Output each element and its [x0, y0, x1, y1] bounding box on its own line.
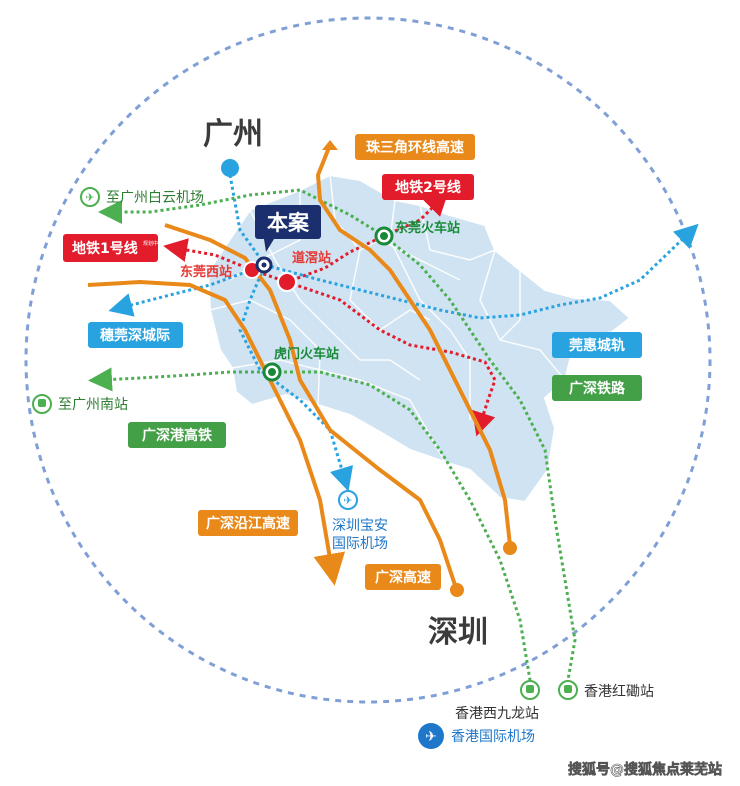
svg-text:珠三角环线高速: 珠三角环线高速: [366, 139, 464, 156]
range-ring: [24, 16, 712, 704]
project-label: 本案: [267, 211, 310, 235]
svg-text:香港西九龙站: 香港西九龙站: [455, 706, 539, 722]
svg-text:香港红磡站: 香港红磡站: [584, 684, 654, 700]
label-metro1: 地铁1号线 规划中: [63, 234, 158, 262]
svg-text:地铁2号线: 地铁2号线: [395, 179, 461, 196]
svg-text:广深高速: 广深高速: [375, 569, 431, 586]
label-daojiao: 道滘站: [292, 250, 331, 266]
svg-text:广深港高铁: 广深港高铁: [142, 427, 212, 444]
project-label-box: 本案: [255, 205, 321, 252]
expressways: [87, 144, 512, 586]
airplane-icon: [418, 723, 444, 749]
dongguan-map: [206, 173, 632, 504]
station-dongguan[interactable]: [374, 226, 394, 246]
svg-text:✈: ✈: [85, 191, 94, 204]
city-guangzhou: 广州: [203, 117, 263, 152]
svg-text:深圳宝安: 深圳宝安: [332, 518, 388, 534]
ext-hk-airport: ✈ 香港国际机场: [418, 723, 535, 749]
svg-text:✈: ✈: [343, 494, 352, 507]
station-humen[interactable]: [262, 362, 282, 382]
metro-lines: [163, 191, 497, 437]
ext-baiyun: ✈ 至广州白云机场: [80, 187, 204, 207]
guangshen-end-dot: [450, 583, 464, 597]
label-metro2: 地铁2号线: [382, 174, 474, 200]
svg-text:地铁1号线: 地铁1号线: [72, 240, 138, 257]
project-pin[interactable]: [255, 256, 273, 274]
guangzhou-dot: [221, 159, 239, 177]
ext-hk-hung-hom: 香港红磡站: [558, 680, 654, 700]
svg-text:香港国际机场: 香港国际机场: [451, 729, 535, 745]
svg-text:规划中: 规划中: [143, 240, 158, 247]
ext-gz-south: 至广州南站: [32, 394, 128, 414]
svg-text:广深沿江高速: 广深沿江高速: [206, 515, 290, 532]
guanhui-rail-line: [264, 223, 699, 320]
svg-text:国际机场: 国际机场: [332, 536, 388, 552]
svg-text:穗莞深城际: 穗莞深城际: [100, 327, 170, 344]
label-yanjiang: 广深沿江高速: [198, 510, 298, 536]
label-gsg-hsr: 广深港高铁: [128, 422, 226, 448]
label-dongguan-station: 东莞火车站: [395, 220, 460, 236]
label-humen: 虎门火车站: [274, 346, 339, 362]
airplane-icon: [338, 490, 358, 510]
svg-text:✈: ✈: [425, 729, 437, 745]
ext-hk-west-kowloon: 香港西九龙站: [455, 680, 540, 722]
label-guangshen-expy: 广深高速: [365, 564, 441, 590]
yanjiang-end-dot: [503, 541, 517, 555]
label-dongguan-west: 东莞西站: [180, 264, 232, 280]
label-guanhui: 莞惠城轨: [552, 332, 642, 358]
station-daojiao[interactable]: [277, 272, 297, 292]
zhuhai-ring-arrow: [322, 140, 338, 150]
rail-lines-green: [88, 188, 577, 681]
svg-text:莞惠城轨: 莞惠城轨: [569, 337, 625, 354]
svg-text:广深铁路: 广深铁路: [569, 380, 626, 397]
airplane-icon: [80, 187, 100, 207]
suiguan-intercity-line: [108, 174, 354, 492]
svg-text:至广州南站: 至广州南站: [58, 397, 128, 413]
label-zhuhai-ring: 珠三角环线高速: [355, 134, 475, 160]
city-shenzhen: 深圳: [428, 615, 488, 650]
svg-text:至广州白云机场: 至广州白云机场: [106, 190, 204, 206]
label-suiguan: 穗莞深城际: [88, 322, 183, 348]
label-guangshen-rail: 广深铁路: [552, 375, 642, 401]
ext-sz-airport: ✈ 深圳宝安 国际机场: [332, 490, 388, 552]
watermark: 搜狐号@搜狐焦点莱芜站: [568, 761, 722, 778]
